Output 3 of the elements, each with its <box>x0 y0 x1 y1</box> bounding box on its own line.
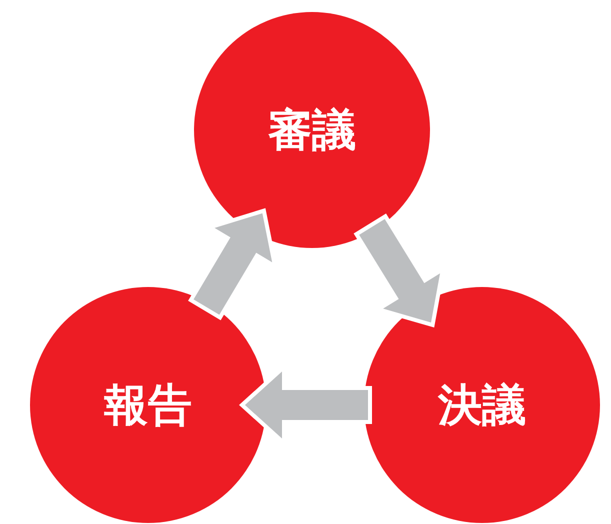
node-label: 報告 <box>104 378 192 432</box>
node-label: 審議 <box>268 104 356 158</box>
node-label: 決議 <box>438 378 526 432</box>
